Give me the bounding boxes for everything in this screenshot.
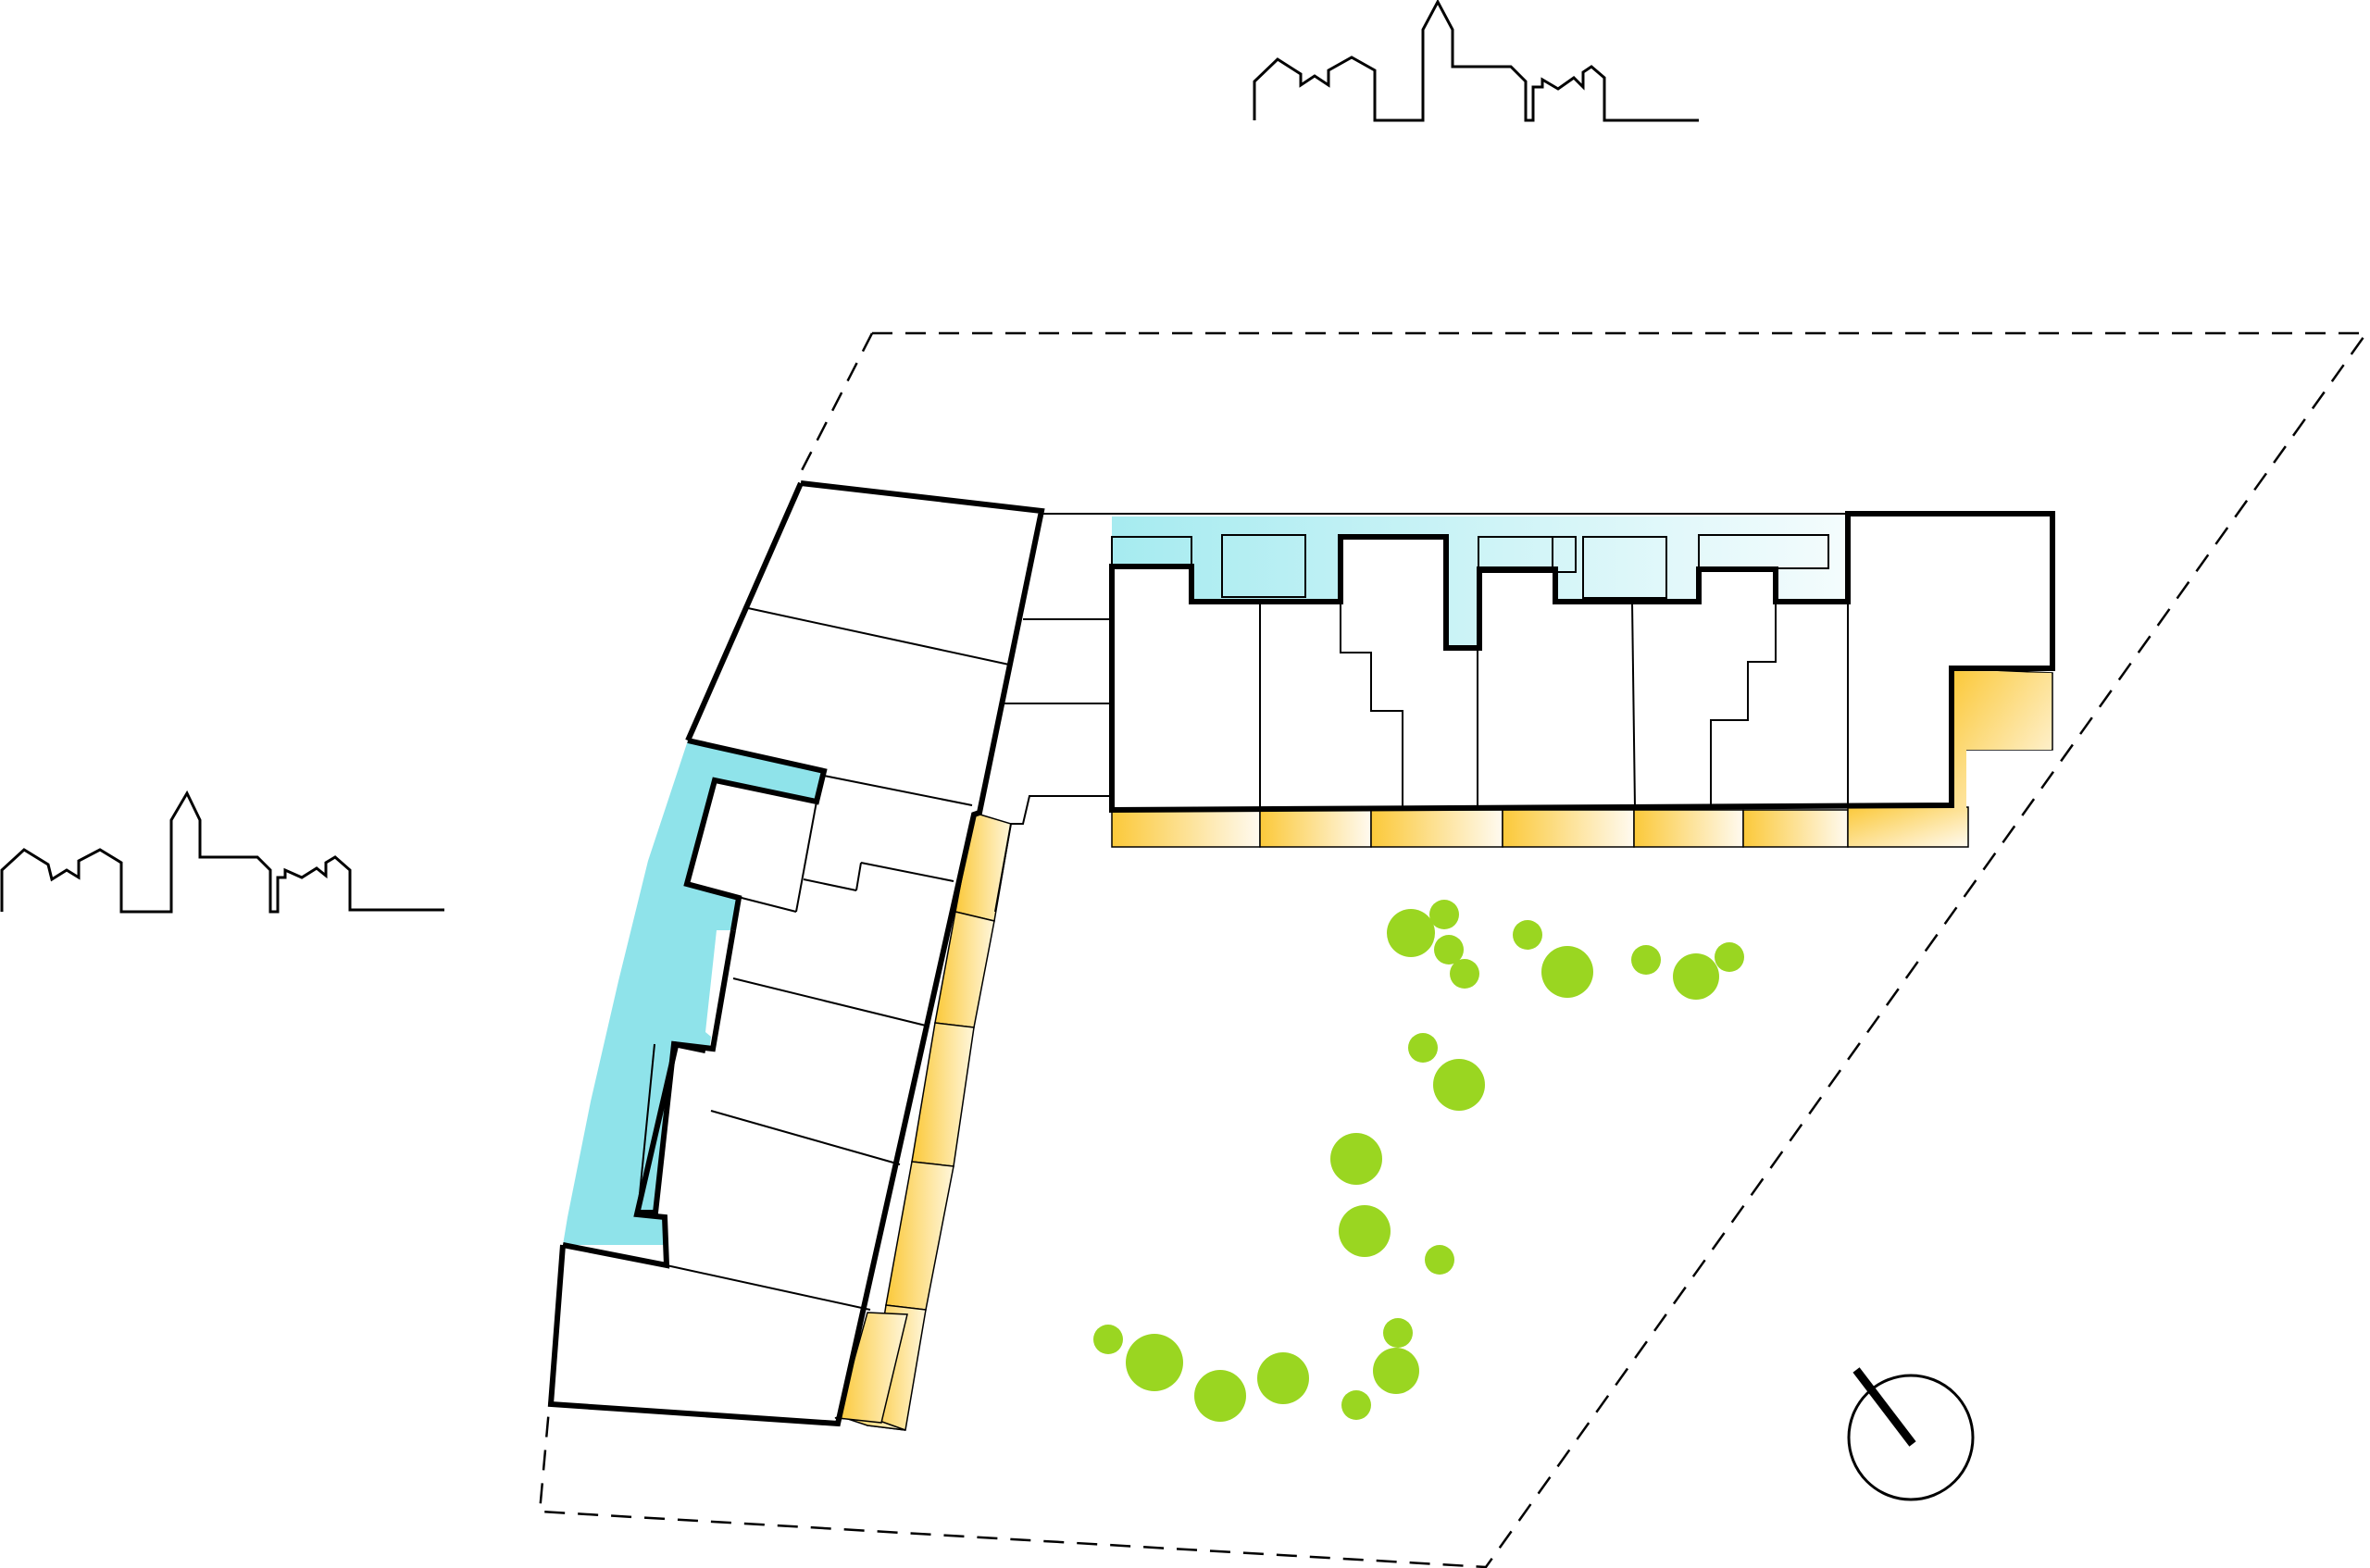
skyline-icon [0, 790, 444, 914]
tree-icon [1093, 1325, 1123, 1354]
tree-icon [1387, 909, 1435, 957]
loggias-west [834, 812, 1012, 1431]
tree-icon [1341, 1390, 1371, 1420]
tree-icon [1373, 1348, 1419, 1394]
connector [994, 513, 1112, 913]
tree-icon [1673, 953, 1719, 1000]
tree-icon [1194, 1370, 1246, 1422]
compass-icon [1847, 1367, 1975, 1501]
tree-icon [1408, 1033, 1438, 1063]
tree-icon [1429, 900, 1459, 929]
tree-icon [1450, 959, 1479, 989]
tree-icon [1257, 1352, 1309, 1404]
circulation-west [563, 740, 824, 1245]
tree-icon [1715, 942, 1744, 972]
tree-icon [1383, 1318, 1413, 1348]
tree-icon [1513, 920, 1542, 950]
tree-icon [1126, 1334, 1183, 1391]
tree-icon [1433, 1059, 1485, 1111]
site-boundary [538, 331, 2369, 1568]
tree-icon [1339, 1205, 1391, 1257]
building-north-wing [1109, 511, 2055, 814]
tree-icon [1434, 935, 1464, 964]
tree-icon [1631, 945, 1661, 975]
trees [1093, 900, 1744, 1422]
tree-icon [1541, 946, 1593, 998]
tree-icon [1425, 1245, 1454, 1275]
skyline-icon [1253, 0, 1699, 122]
tree-icon [1330, 1133, 1382, 1185]
loggias-north [1111, 667, 2053, 848]
building-west-wing [547, 480, 1045, 1427]
